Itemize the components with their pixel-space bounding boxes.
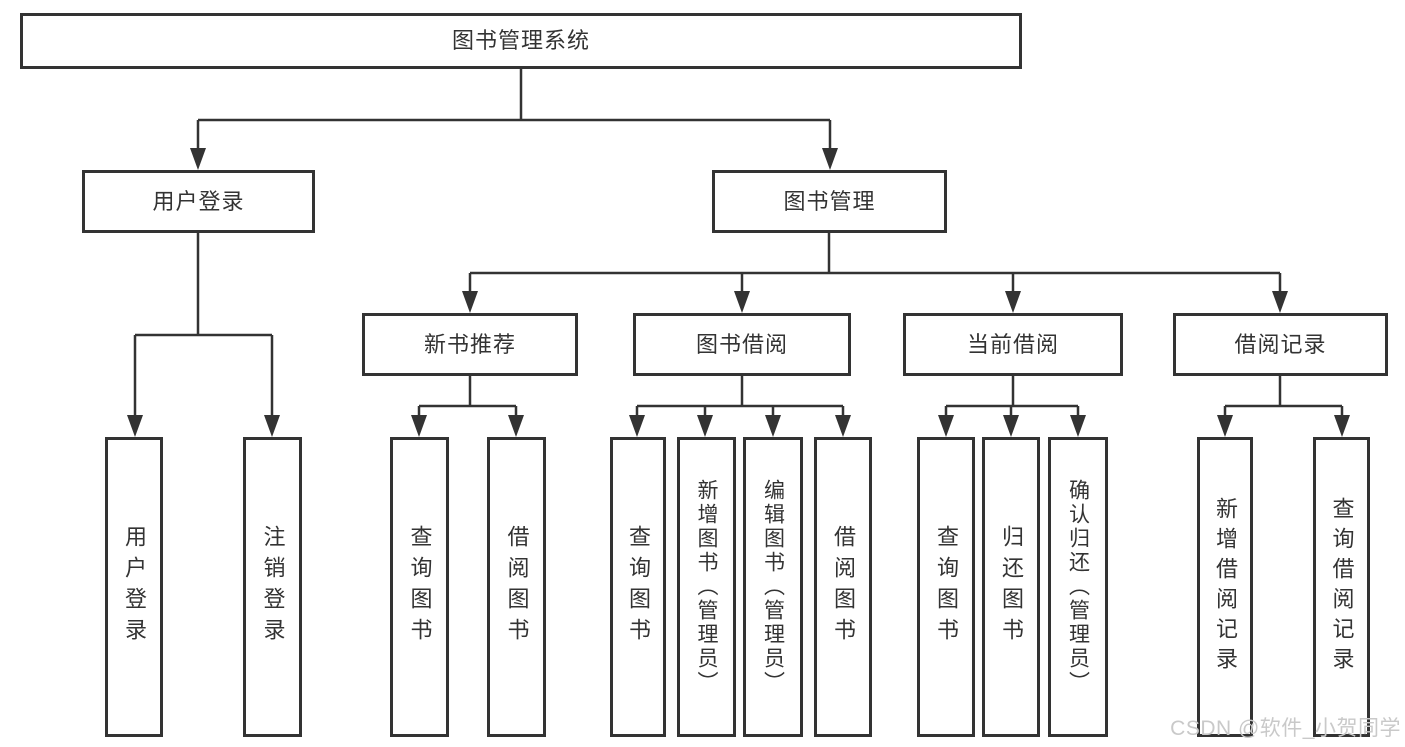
leaf-borrow-query-label: 查询图书 xyxy=(626,525,651,649)
node-user-login: 用户登录 xyxy=(82,170,315,233)
leaf-borrow-add-admin: 新增图书（管理员） xyxy=(677,437,736,737)
node-book-management-label: 图书管理 xyxy=(783,188,876,214)
leaf-record-query: 查询借阅记录 xyxy=(1313,437,1370,737)
leaf-borrow-edit-admin-label: 编辑图书（管理员） xyxy=(761,479,785,695)
node-current-borrow: 当前借阅 xyxy=(903,313,1123,376)
leaf-record-add-label: 新增借阅记录 xyxy=(1213,497,1238,677)
leaf-record-query-label: 查询借阅记录 xyxy=(1329,497,1355,677)
node-root-label: 图书管理系统 xyxy=(451,28,590,53)
leaf-newbook-borrow: 借阅图书 xyxy=(487,437,546,737)
leaf-current-confirm-admin: 确认归还（管理员） xyxy=(1048,437,1108,737)
leaf-borrow-query: 查询图书 xyxy=(610,437,666,737)
node-user-login-label: 用户登录 xyxy=(152,188,245,214)
leaf-borrow-add-admin-label: 新增图书（管理员） xyxy=(695,479,718,695)
leaf-newbook-query: 查询图书 xyxy=(390,437,449,737)
leaf-newbook-borrow-label: 借阅图书 xyxy=(504,525,530,649)
leaf-user-login: 用户登录 xyxy=(105,437,163,737)
leaf-current-return-label: 归还图书 xyxy=(999,525,1024,649)
leaf-borrow-book-label: 借阅图书 xyxy=(831,525,856,649)
leaf-newbook-query-label: 查询图书 xyxy=(407,525,433,649)
leaf-current-confirm-admin-label: 确认归还（管理员） xyxy=(1066,479,1090,695)
node-borrow-record: 借阅记录 xyxy=(1173,313,1388,376)
leaf-borrow-book: 借阅图书 xyxy=(814,437,872,737)
node-new-book-recommend-label: 新书推荐 xyxy=(423,331,516,357)
node-current-borrow-label: 当前借阅 xyxy=(966,331,1059,357)
leaf-current-query: 查询图书 xyxy=(917,437,975,737)
leaf-borrow-edit-admin: 编辑图书（管理员） xyxy=(743,437,803,737)
node-book-management: 图书管理 xyxy=(712,170,947,233)
csdn-watermark: CSDN @软件_小贺同学 xyxy=(1170,717,1401,740)
node-borrow-record-label: 借阅记录 xyxy=(1234,331,1327,357)
node-book-borrow: 图书借阅 xyxy=(633,313,851,376)
leaf-current-return: 归还图书 xyxy=(982,437,1040,737)
leaf-user-login-label: 用户登录 xyxy=(122,525,147,649)
leaf-current-query-label: 查询图书 xyxy=(934,525,959,649)
node-root: 图书管理系统 xyxy=(20,13,1022,69)
node-book-borrow-label: 图书借阅 xyxy=(695,331,788,357)
leaf-logout-label: 注销登录 xyxy=(260,525,286,649)
leaf-logout: 注销登录 xyxy=(243,437,302,737)
node-new-book-recommend: 新书推荐 xyxy=(362,313,578,376)
leaf-record-add: 新增借阅记录 xyxy=(1197,437,1253,737)
